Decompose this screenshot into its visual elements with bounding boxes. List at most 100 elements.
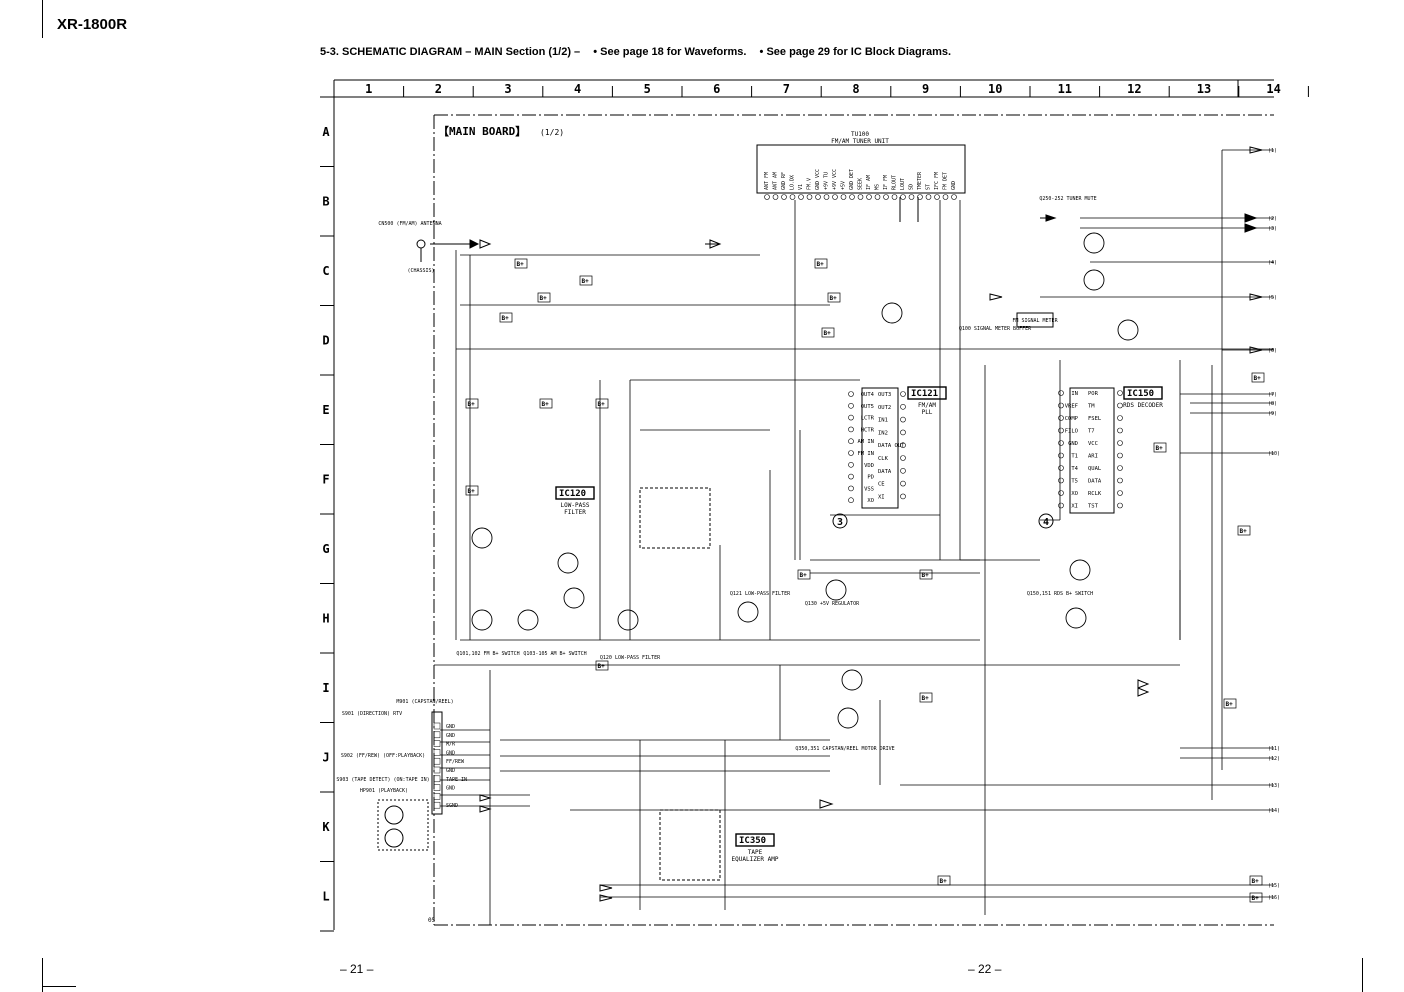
ic-desc: FM/AM [918,402,936,409]
rds-pin-label: POR [1088,391,1099,397]
tuner-pin-label: IFC FM [934,172,940,190]
connector-pin [433,784,441,791]
rds-pin-label: T4 [1071,466,1078,472]
right-terminal-label: (8) [1268,401,1277,407]
connector-pin-label: GND [446,733,455,739]
tuner-pin-label: GND DET [849,169,855,190]
bplus-tag-box [814,258,828,269]
grid-column-label: 8 [852,82,859,96]
bplus-tag: B+ [598,401,606,408]
connector-pin [433,731,441,739]
tuner-pin-label: SEEK [858,178,864,190]
pll-pin [900,493,906,500]
connector-pin-label: TAPE IN [446,777,467,783]
ic150-body [1069,387,1115,514]
tuner-pin-label: FM.V [807,178,813,190]
tuner-pin-label: FM DET [943,172,949,190]
rds-pin [1117,415,1123,421]
grid-row-label: L [322,889,329,903]
rds-pin [1058,490,1064,496]
tuner-pin-label: +5V [841,181,847,190]
pll-pin-label: CE [878,482,885,488]
pll-pin-label: DATA OUT [878,443,905,449]
right-terminal-label: (4) [1268,260,1277,266]
tuner-pin [849,194,855,200]
bplus-tag: B+ [1240,528,1248,535]
bplus-tag-box [1223,698,1237,709]
connector-pin [433,775,441,783]
callout-circles [832,513,1054,529]
ic-label-box [555,486,595,500]
bplus-tag-box [1153,442,1167,453]
tuner-ref: TU100 [851,131,869,138]
grid-row-label: F [322,472,329,486]
pll-pin [900,442,906,449]
grid-column-label: 5 [644,82,651,96]
bplus-tag: B+ [1156,445,1164,452]
bplus-tag-box [827,292,841,303]
signal-buffer-label: Q100 SIGNAL METER BUFFER [959,326,1032,332]
s901-label: S901 (DIRECTION) RTV [342,711,402,717]
ic120-body [639,487,711,549]
bplus-tag: B+ [922,572,930,579]
hp901-label: HP901 (PLAYBACK) [360,788,408,794]
page-number-right: – 22 – [968,962,1002,976]
grid-column-label: 11 [1058,82,1072,96]
rds-pin [1058,502,1064,509]
rds-pin [1117,390,1123,396]
page-number-left: – 21 – [340,962,374,976]
grid-row-label: K [322,820,330,834]
pll-pin-label: LCTR [861,416,875,422]
bplus-tag: B+ [830,295,838,302]
bplus-tag: B+ [824,330,832,337]
ic121-body [861,387,899,509]
pll-pin [848,485,854,492]
ic-ref: IC121 [911,389,938,399]
crop-mark [1362,958,1363,992]
heading-title: 5-3. SCHEMATIC DIAGRAM – MAIN Section (1… [320,46,581,58]
ic-desc: RDS DECODER [1123,402,1163,409]
bplus-tag: B+ [1252,878,1260,885]
tuner-pin [934,194,940,200]
bplus-tag: B+ [582,278,590,285]
tuner-pin [772,194,779,200]
tuner-pin [798,194,804,200]
right-terminal-label: (5) [1268,295,1277,301]
tuner-pin [781,194,787,200]
connector-pin [433,722,441,730]
bplus-tag-box [499,312,513,323]
grid-row-label: D [322,333,329,347]
right-terminal-label: (2) [1268,216,1277,222]
bplus-tag: B+ [598,663,606,670]
tuner-pin-label: GND [951,181,957,190]
tuner-pin-label: LOUT [900,178,906,190]
connector-pin-label: GND [446,786,455,792]
rds-pin-label: XO [1071,491,1078,497]
pll-pin [848,473,854,480]
bplus-tag: B+ [468,401,476,408]
ic-label-box [1123,386,1163,400]
bplus-tag: B+ [468,488,476,495]
tuner-pin-label: SD [909,184,915,190]
s903-label: S903 (TAPE DETECT) (ON:TAPE IN) [336,777,429,783]
rds-pin [1058,415,1064,421]
connector-pin [433,749,441,756]
connector-pin [433,740,441,747]
bplus-tag: B+ [1226,701,1234,708]
right-terminal-label: (3) [1268,226,1277,232]
tuner-pin [866,194,872,200]
bplus-tag-box [465,485,479,496]
rds-pin-label: VCC [1088,441,1098,447]
bplus-tag-box [937,875,951,886]
bplus-tag-box [797,569,811,580]
right-terminal-label: (15) [1268,883,1280,889]
grid-frame [320,79,1274,930]
connector-pin [433,766,441,774]
connector-pin [433,757,441,765]
bplus-tag-box [595,660,609,671]
grid-column-label: 9 [922,82,929,96]
bplus-tag-box [919,569,933,580]
tuner-pin [823,194,830,200]
pll-pin [900,467,906,474]
